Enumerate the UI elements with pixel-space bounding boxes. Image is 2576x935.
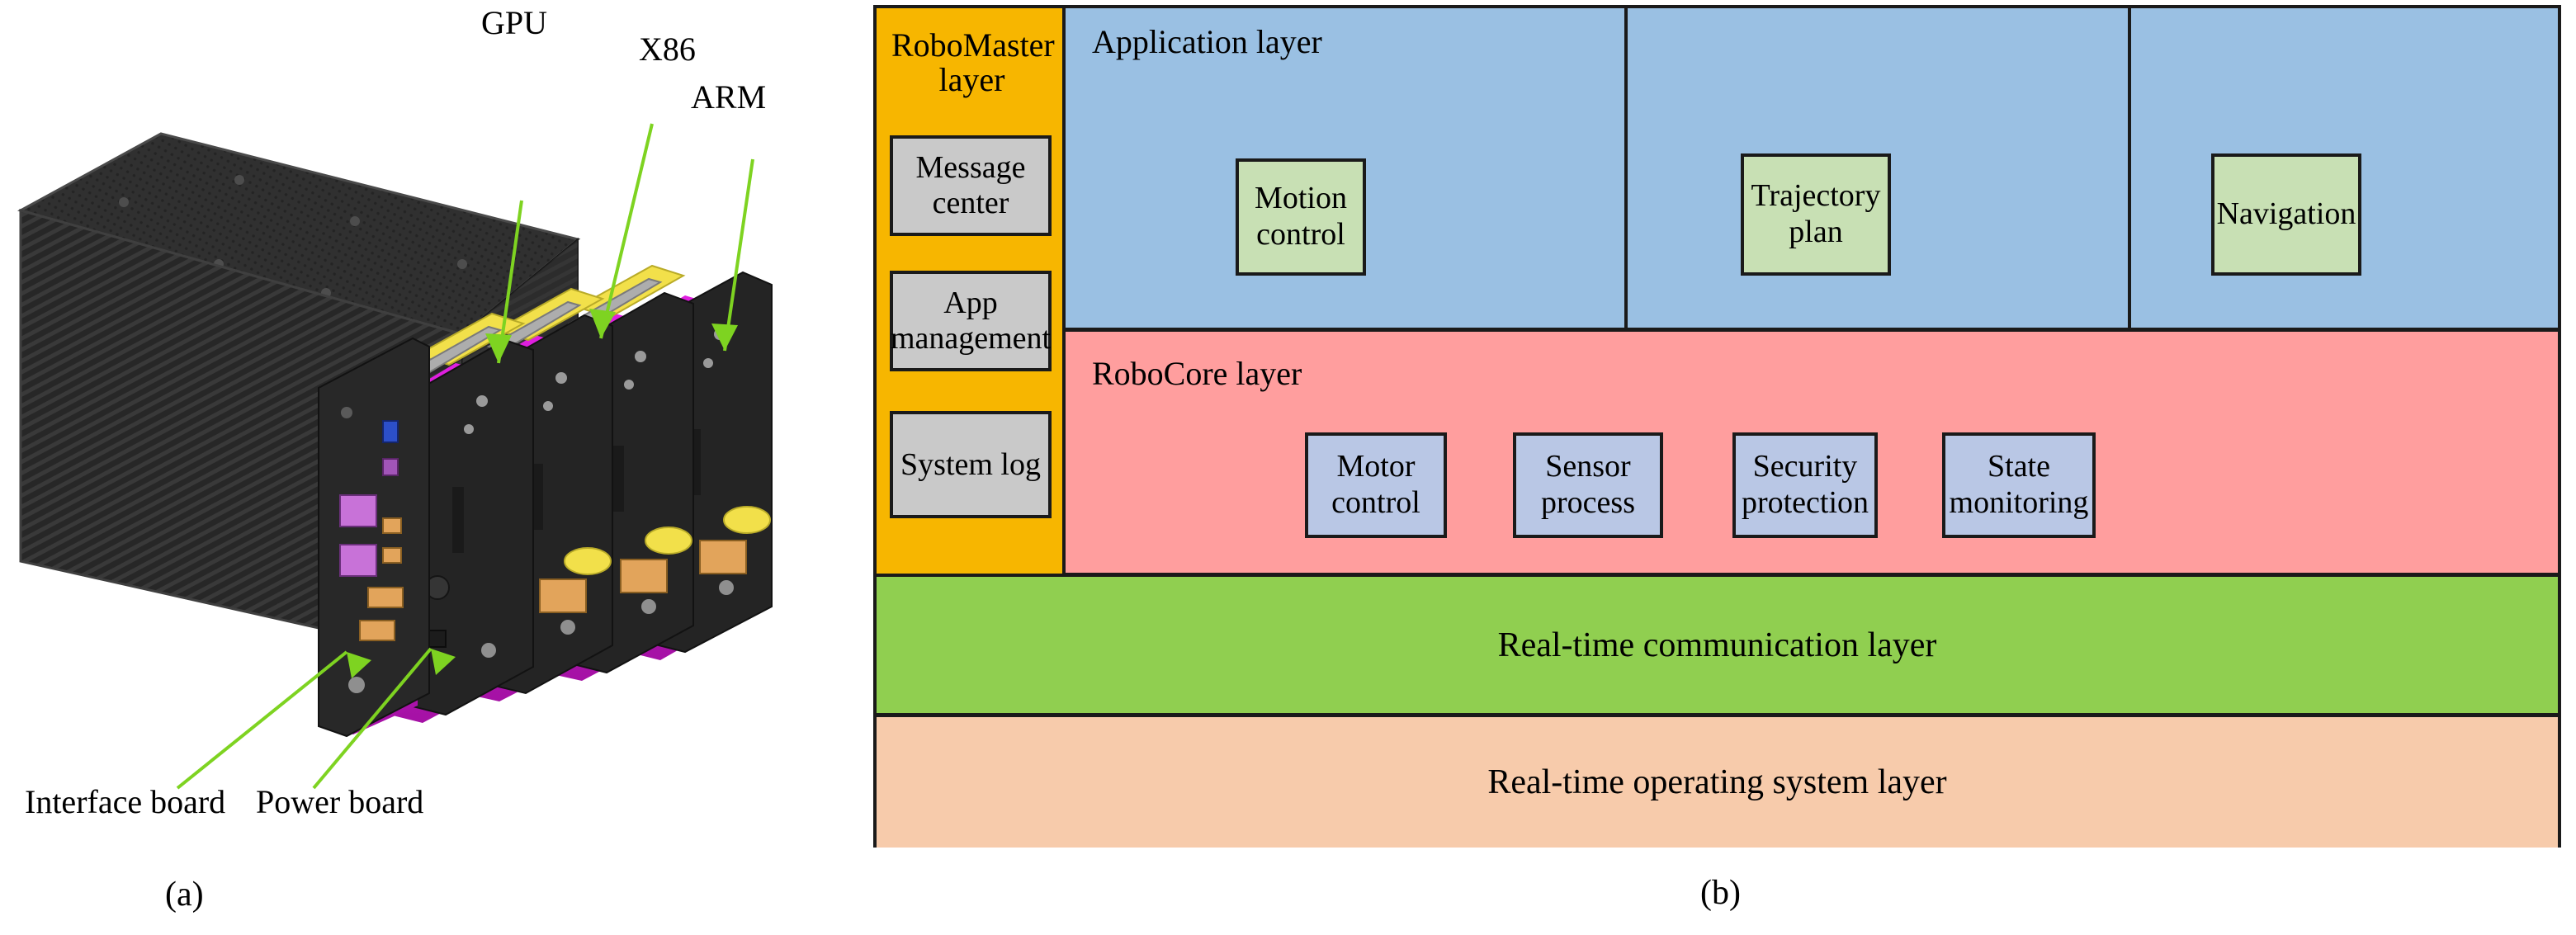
module-motor-control[interactable]: Motor control bbox=[1305, 432, 1447, 538]
module-motion-control[interactable]: Motion control bbox=[1236, 158, 1366, 276]
robocore-layer-title: RoboCore layer bbox=[1092, 355, 1302, 392]
robomaster-layer-title: RoboMaster layer bbox=[891, 26, 1055, 98]
panel-a-caption: (a) bbox=[165, 876, 204, 914]
callout-label-power-board: Power board bbox=[256, 783, 424, 820]
realtime-operating-system-layer: Real-time operating system layer bbox=[877, 717, 2558, 848]
application-column-divider bbox=[2128, 8, 2131, 332]
module-trajectory-plan[interactable]: Trajectory plan bbox=[1741, 153, 1891, 276]
leader-arrowheads bbox=[347, 309, 738, 678]
robomaster-layer: RoboMaster layer Message center App mana… bbox=[877, 8, 1066, 577]
application-layer-title: Application layer bbox=[1092, 23, 1322, 60]
realtime-operating-system-layer-title: Real-time operating system layer bbox=[1487, 763, 1947, 801]
robocore-layer: RoboCore layer Motor control Sensor proc… bbox=[1066, 332, 2558, 577]
module-security-protection[interactable]: Security protection bbox=[1732, 432, 1878, 538]
application-column-divider bbox=[1624, 8, 1628, 332]
callout-label-x86: X86 bbox=[639, 31, 696, 68]
hardware-photo-panel: GPU X86 ARM Interface board Power board … bbox=[0, 0, 863, 935]
module-app-management[interactable]: App management bbox=[890, 271, 1052, 371]
realtime-communication-layer-title: Real-time communication layer bbox=[1497, 626, 1937, 664]
callout-label-interface-board: Interface board bbox=[25, 783, 226, 820]
application-layer: Application layer Motion control Traject… bbox=[1066, 8, 2558, 332]
module-card-interface-board bbox=[318, 337, 430, 738]
callout-label-gpu: GPU bbox=[481, 4, 548, 41]
callout-label-arm: ARM bbox=[691, 78, 767, 116]
panel-b-caption: (b) bbox=[1700, 874, 1741, 912]
module-navigation[interactable]: Navigation bbox=[2211, 153, 2361, 276]
chassis-top-face bbox=[17, 132, 581, 336]
module-system-log[interactable]: System log bbox=[890, 411, 1052, 518]
module-message-center[interactable]: Message center bbox=[890, 135, 1052, 236]
software-architecture-diagram: RoboMaster layer Message center App mana… bbox=[873, 5, 2561, 848]
realtime-communication-layer: Real-time communication layer bbox=[877, 577, 2558, 717]
computer-chassis-illustration bbox=[17, 123, 773, 790]
module-sensor-process[interactable]: Sensor process bbox=[1513, 432, 1663, 538]
module-state-monitoring[interactable]: State monitoring bbox=[1942, 432, 2096, 538]
